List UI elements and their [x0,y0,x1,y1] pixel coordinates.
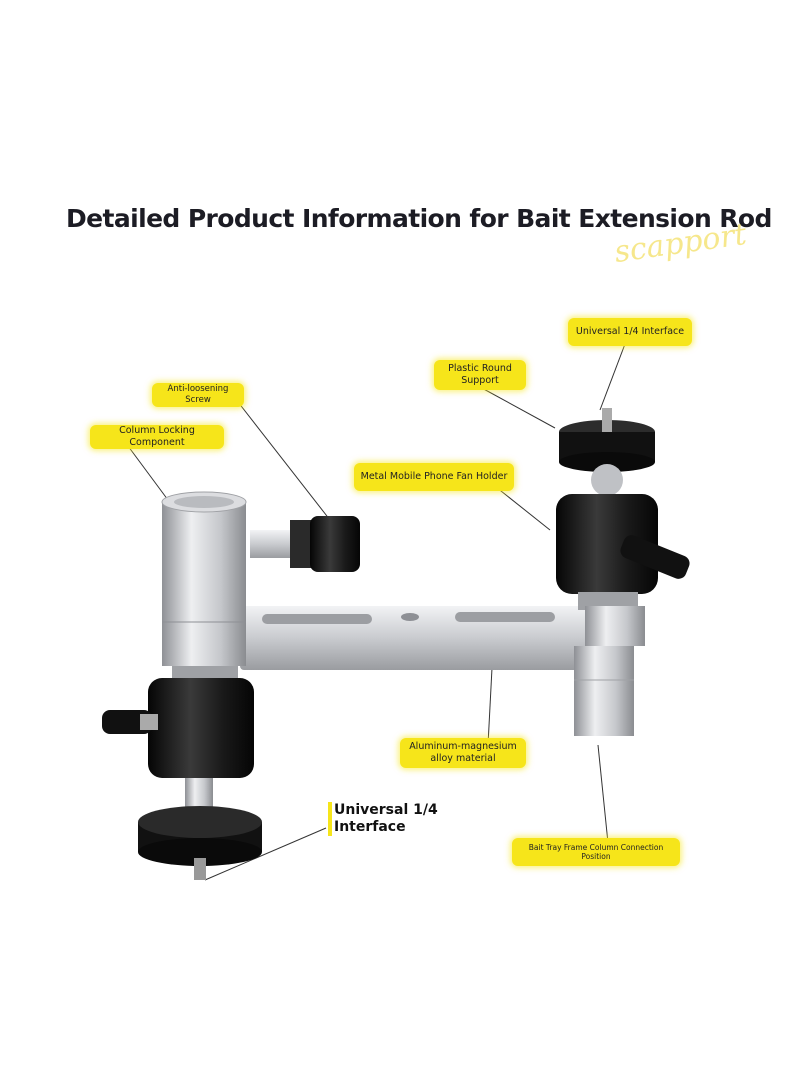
callout-column-locking-component: Column Locking Component [90,425,224,449]
callout-plastic-round-support: Plastic Round Support [434,360,526,390]
callout-metal-phone-fan-holder: Metal Mobile Phone Fan Holder [354,463,514,491]
page-title: Detailed Product Information for Bait Ex… [66,204,772,233]
callout-aluminum-magnesium: Aluminum-magnesium alloy material [400,738,526,768]
callout-universal-interface-top: Universal 1/4 Interface [568,318,692,346]
callout-universal-interface-bottom: Universal 1/4 Interface [328,802,454,836]
extension-bar [240,606,600,670]
leader-lines [127,343,626,881]
callout-bait-tray-column: Bait Tray Frame Column Connection Positi… [512,838,680,866]
right-column [556,408,690,736]
left-column [102,491,360,880]
callout-anti-loosening-screw: Anti-loosening Screw [152,383,244,407]
